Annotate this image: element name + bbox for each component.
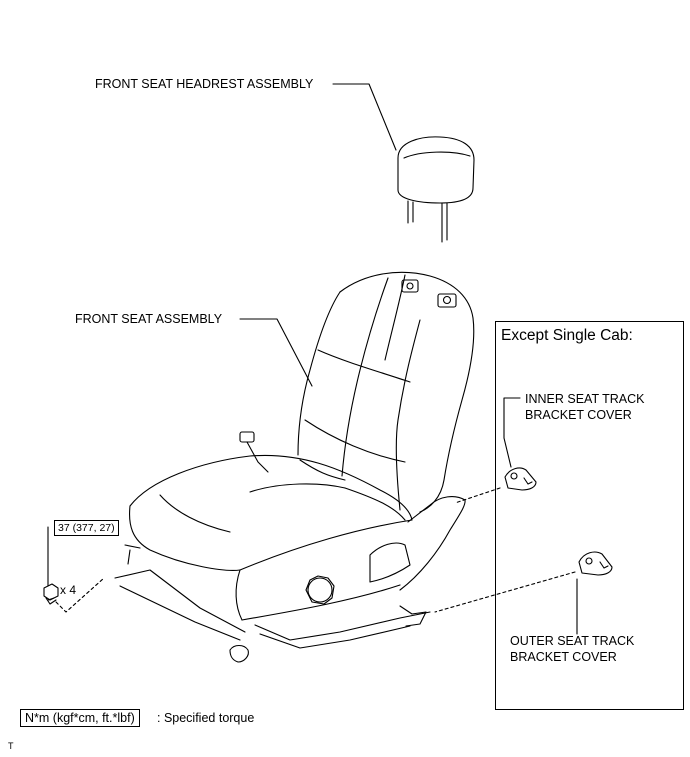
inner-bracket-cover-drawing [504,467,537,491]
seat-back-drawing [297,271,475,513]
inner-bracket-cover-label-line2: BRACKET COVER [525,408,632,422]
legend-description: : Specified torque [157,711,255,725]
belt-buckle-drawing [239,431,269,473]
outer-bracket-cover-label: OUTER SEAT TRACK BRACKET COVER [510,633,634,665]
leader-lines [47,83,578,635]
legend-units-box: N*m (kgf*cm, ft.*lbf) [20,709,140,727]
inner-bracket-cover-label: INNER SEAT TRACK BRACKET COVER [525,391,644,423]
side-trim-drawing [305,496,466,605]
seat-assembly-label: FRONT SEAT ASSEMBLY [75,312,223,326]
footer-code: T [8,741,14,751]
seat-track-drawing [114,544,431,663]
except-single-cab-panel [495,321,684,710]
inner-bracket-cover-label-line1: INNER SEAT TRACK [525,392,645,406]
outer-bracket-cover-label-line1: OUTER SEAT TRACK [510,634,635,648]
bolt-quantity-label: x 4 [60,583,77,597]
outer-bracket-cover-drawing [578,551,613,576]
dashed-lines [55,487,576,613]
torque-value-box: 37 (377, 27) [54,520,119,536]
headrest-label: FRONT SEAT HEADREST ASSEMBLY [95,77,314,91]
seat-cushion-drawing [128,454,413,621]
bolt-drawing [43,583,59,605]
headrest-drawing [397,136,475,243]
except-single-cab-title: Except Single Cab: [501,327,633,344]
outer-bracket-cover-label-line2: BRACKET COVER [510,650,617,664]
